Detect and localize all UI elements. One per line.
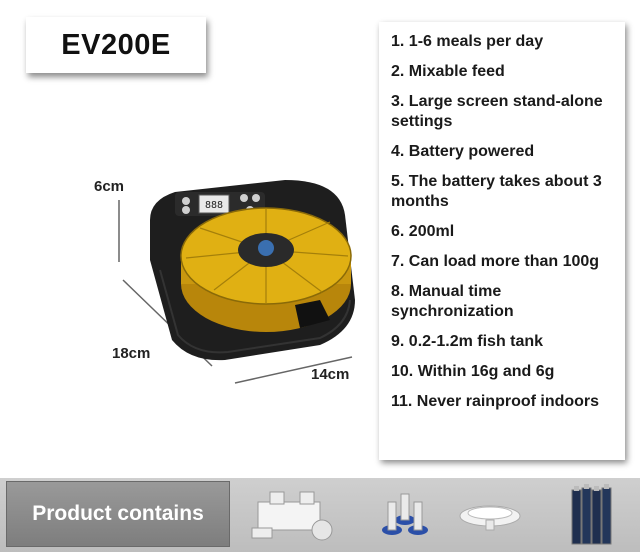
batteries-icon bbox=[571, 484, 612, 545]
feature-item: 10. Within 16g and 6g bbox=[391, 363, 555, 380]
feature-item: 1. 1-6 meals per day bbox=[391, 33, 544, 50]
feed-outlet bbox=[295, 300, 330, 328]
feature-list: 1. 1-6 meals per day 2. Mixable feed 3. La… bbox=[379, 22, 625, 412]
feature-item: 7. Can load more than 100g bbox=[391, 253, 600, 270]
feature-item: 3. Large screen stand-alone settings bbox=[391, 93, 603, 130]
logo-icon bbox=[258, 240, 274, 256]
screws-icon bbox=[382, 493, 428, 535]
feature-item: 6. 200ml bbox=[391, 223, 455, 240]
feature-item: 11. Never rainproof indoors bbox=[391, 393, 600, 410]
feature-item: 2. Mixable feed bbox=[391, 63, 505, 80]
width-dimension: 14cm bbox=[311, 366, 350, 383]
lcd-screen bbox=[198, 194, 230, 214]
width-line bbox=[234, 356, 353, 384]
feature-list-box: 1. 1-6 meals per day 2. Mixable feed 3. La… bbox=[379, 22, 625, 460]
button-icon bbox=[252, 194, 260, 202]
button-icon bbox=[240, 194, 248, 202]
product-contains-label: Product contains bbox=[32, 502, 204, 525]
height-dimension: 6cm bbox=[94, 178, 125, 195]
feature-item: 5. The battery takes about 3 months bbox=[391, 173, 602, 210]
button-icon bbox=[182, 197, 190, 205]
bracket-icon bbox=[251, 491, 333, 541]
product-contains-box: Product contains bbox=[6, 481, 230, 547]
suction-cup-icon bbox=[459, 505, 521, 531]
feature-item: 9. 0.2-1.2m fish tank bbox=[391, 333, 544, 350]
feature-item: 4. Battery powered bbox=[391, 143, 535, 160]
depth-dimension: 18cm bbox=[112, 345, 151, 362]
model-title-box: EV200E bbox=[26, 17, 206, 73]
button-icon bbox=[182, 206, 190, 214]
model-title: EV200E bbox=[61, 28, 171, 61]
feeder-illustration: 888 bbox=[118, 180, 355, 384]
feature-item: 8. Manual time synchronization bbox=[391, 283, 514, 320]
lcd-readout: 888 bbox=[205, 200, 223, 211]
